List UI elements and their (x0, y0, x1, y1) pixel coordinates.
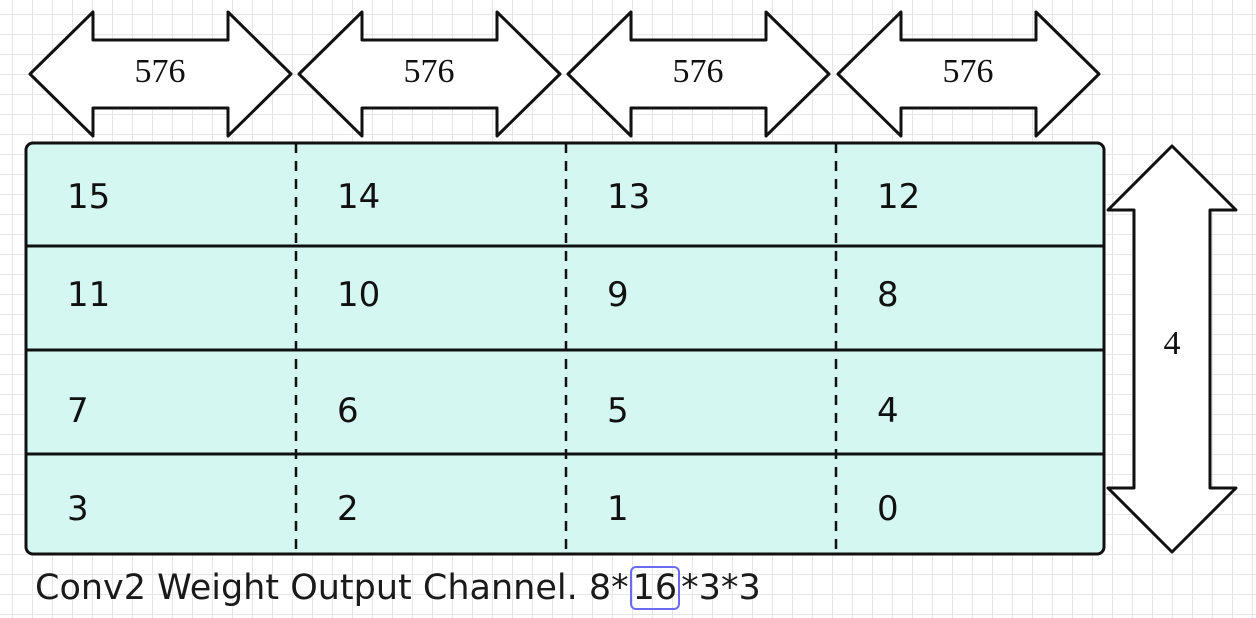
grid-cell: 14 (337, 177, 380, 217)
height-arrow-label: 4 (1164, 325, 1181, 362)
caption: Conv2 Weight Output Channel. 8*16*3*3 (35, 566, 761, 610)
width-arrow-label: 576 (135, 53, 186, 90)
caption-prefix: Conv2 Weight Output Channel. 8* (35, 568, 629, 608)
grid-cell: 12 (877, 177, 920, 217)
grid-row: 11 10 9 8 (67, 275, 899, 315)
width-arrow: 576 (297, 10, 562, 138)
grid-cell: 5 (607, 391, 629, 431)
width-arrow-label: 576 (673, 53, 724, 90)
caption-highlight[interactable]: 16 (629, 566, 681, 610)
grid-cell: 9 (607, 275, 629, 315)
caption-suffix: *3*3 (681, 568, 761, 608)
width-arrow-label: 576 (404, 53, 455, 90)
grid-cell: 10 (337, 275, 380, 315)
grid-cell: 0 (877, 489, 899, 529)
grid-row: 7 6 5 4 (67, 391, 899, 431)
grid-cell: 2 (337, 489, 359, 529)
grid-cell: 7 (67, 391, 89, 431)
width-arrow: 576 (836, 10, 1101, 138)
height-arrow: 4 (1106, 144, 1238, 554)
grid-cell: 1 (607, 489, 629, 529)
grid-cell: 6 (337, 391, 359, 431)
width-arrow: 576 (566, 10, 831, 138)
grid-row: 3 2 1 0 (67, 489, 899, 529)
grid-cell: 11 (67, 275, 110, 315)
grid-cell: 4 (877, 391, 899, 431)
width-arrow-label: 576 (943, 53, 994, 90)
grid-cell: 8 (877, 275, 899, 315)
grid-row: 15 14 13 12 (67, 177, 920, 217)
column-dividers (294, 143, 838, 554)
width-arrow: 576 (28, 10, 293, 138)
grid-cell: 13 (607, 177, 650, 217)
grid-cell: 15 (67, 177, 110, 217)
grid-cell: 3 (67, 489, 89, 529)
